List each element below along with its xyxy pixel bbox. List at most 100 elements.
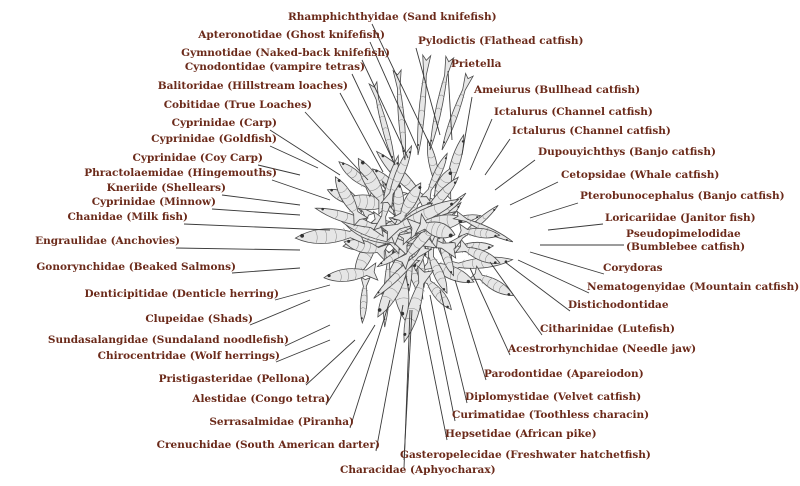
label-cyprinidae-goldfish: Cyprinidae (Goldfish)	[151, 133, 277, 145]
leader-line	[429, 294, 456, 422]
leader-line	[529, 202, 579, 219]
fish-drawing	[334, 176, 369, 227]
leader-line	[447, 70, 453, 141]
label-curimatidae: Curimatidae (Toothless characin)	[452, 409, 649, 421]
leader-line	[284, 324, 331, 347]
leader-line	[375, 304, 404, 452]
leader-line	[175, 247, 301, 251]
leader-line	[469, 267, 511, 356]
label-ameiurus: Ameiurus (Bullhead catfish)	[473, 84, 640, 96]
label-pterobunocephalus: Pterobunocephalus (Banjo catfish)	[580, 190, 785, 202]
label-engraulidae: Engraulidae (Anchovies)	[35, 235, 180, 247]
label-gasteropelecidae: Gasteropelecidae (Freshwater hatchetfish…	[400, 449, 651, 461]
fish-drawing	[368, 80, 396, 166]
fish-drawing	[429, 54, 455, 151]
leader-lines	[175, 23, 624, 469]
fish-drawing	[379, 198, 460, 242]
labels: Rhamphichthyidae (Sand knifefish) Aptero…	[35, 11, 799, 476]
leader-line	[415, 47, 441, 136]
leader-line	[249, 299, 311, 326]
leader-line	[439, 289, 468, 404]
leader-line	[509, 181, 559, 206]
label-gymnotidae: Gymnotidae (Naked-back knifefish)	[181, 47, 390, 59]
label-rhamphichthyidae: Rhamphichthyidae (Sand knifefish)	[288, 11, 497, 23]
label-chanidae: Chanidae (Milk fish)	[67, 211, 188, 223]
leader-line	[403, 309, 413, 461]
leader-line	[271, 179, 331, 201]
fish-drawing	[359, 276, 371, 325]
label-dupouyichthys: Dupouyichthys (Banjo catfish)	[538, 146, 716, 158]
label-pylodictis: Pylodictis (Flathead catfish)	[418, 35, 584, 47]
label-alestidae: Alestidae (Congo tetra)	[191, 393, 330, 405]
label-acestrorhynchidae: Acestrorhynchidae (Needle jaw)	[507, 343, 696, 355]
label-parodontidae: Parodontidae (Apareiodon)	[484, 368, 644, 380]
label-cyprinidae-coy-carp: Cyprinidae (Coy Carp)	[132, 152, 263, 164]
leader-line	[275, 339, 331, 363]
leader-line	[257, 164, 301, 176]
fish-drawing	[414, 212, 456, 239]
leader-line	[231, 267, 301, 274]
fish-drawing	[392, 68, 406, 161]
label-loricariidae: Loricariidae (Janitor fish)	[605, 212, 756, 224]
leader-line	[489, 261, 543, 336]
leader-line	[325, 324, 376, 406]
leader-line	[305, 339, 356, 386]
label-clupeidae: Clupeidae (Shads)	[145, 313, 253, 325]
leader-line	[274, 284, 331, 301]
leader-line	[349, 299, 391, 429]
label-serrasalmidae: Serrasalmidae (Piranha)	[209, 416, 354, 428]
fish-drawing	[390, 182, 422, 228]
label-ictalurus-2: Ictalurus (Channel catfish)	[494, 106, 653, 118]
leader-line	[369, 41, 419, 151]
label-citharinidae: Citharinidae (Lutefish)	[540, 323, 675, 335]
label-cyprinidae-carp: Cyprinidae (Carp)	[172, 117, 277, 129]
label-crenuchidae: Crenuchidae (South American darter)	[157, 439, 380, 451]
leader-line	[461, 96, 473, 156]
fish-drawing	[432, 233, 455, 277]
leader-line	[494, 159, 536, 191]
label-distichodontidae: Distichodontidae	[568, 299, 669, 311]
leader-line	[454, 279, 487, 381]
fish-drawing	[457, 223, 501, 239]
leader-line	[339, 92, 384, 173]
fish-cluster	[294, 53, 515, 344]
label-phractolaemidae: Phractolaemidae (Hingemouths)	[84, 167, 277, 179]
leader-line	[529, 251, 605, 275]
label-balitoridae: Balitoridae (Hillstream loaches)	[158, 80, 348, 92]
label-nematogenyidae: Nematogenyidae (Mountain catfish)	[587, 281, 799, 293]
fish-drawing	[323, 262, 379, 282]
fish-drawing	[373, 241, 433, 299]
label-ictalurus-1: Ictalurus (Channel catfish)	[512, 125, 671, 137]
fish-drawing	[380, 144, 413, 209]
leader-line	[484, 138, 511, 176]
label-corydoras: Corydoras	[603, 262, 663, 274]
leader-line	[361, 59, 409, 159]
label-cetopsidae: Cetopsidae (Whale catfish)	[561, 169, 719, 181]
leader-line	[371, 23, 431, 146]
fish-drawing	[454, 238, 501, 264]
label-bumblebee-catfish: (Bumblebee catfish)	[626, 241, 745, 253]
leader-line	[183, 223, 331, 231]
label-prietella: Prietella	[451, 58, 502, 70]
label-chirocentridae: Chirocentridae (Wolf herrings)	[98, 350, 280, 362]
leader-line	[517, 259, 590, 294]
leader-line	[547, 223, 604, 231]
leader-line	[269, 145, 319, 169]
leader-line	[351, 73, 396, 166]
fish-drawing	[420, 152, 448, 202]
leader-line	[221, 194, 301, 206]
label-sundasalangidae: Sundasalangidae (Sundaland noodlefish)	[48, 334, 289, 346]
label-kneriide: Kneriide (Shellears)	[107, 182, 226, 194]
fish-drawing	[417, 53, 432, 156]
label-cynodontidae: Cynodontidae (vampire tetras)	[185, 61, 365, 73]
label-gonorynchidae: Gonorynchidae (Beaked Salmons)	[36, 261, 236, 273]
label-characidae: Characidae (Aphyocharax)	[340, 464, 496, 476]
leader-line	[269, 129, 341, 176]
label-diplomystidae: Diplomystidae (Velvet catfish)	[465, 391, 641, 403]
leader-line	[469, 118, 493, 171]
leader-line	[504, 261, 571, 312]
label-cyprinidae-minnow: Cyprinidae (Minnow)	[92, 196, 216, 208]
leader-line	[304, 111, 369, 181]
